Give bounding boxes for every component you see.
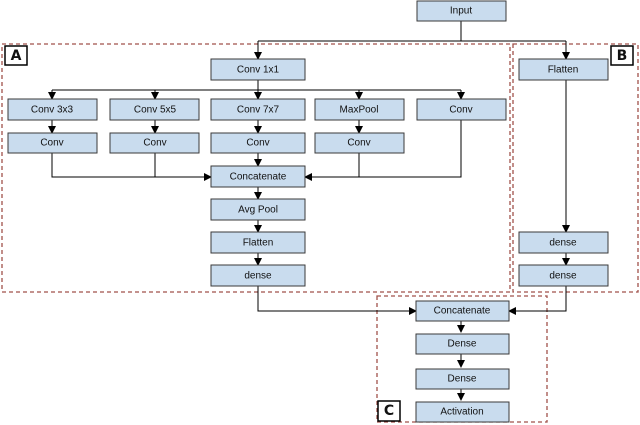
region-a-tag-box bbox=[4, 45, 28, 66]
region-a-box bbox=[1, 43, 511, 293]
node-concat-c-label: Concatenate bbox=[434, 306, 491, 317]
edge-dense-a-concat-c bbox=[257, 286, 417, 315]
node-flatten-b-box bbox=[518, 58, 609, 81]
node-dense-c2-label: Dense bbox=[448, 374, 477, 385]
node-flatten-b-label: Flatten bbox=[548, 65, 579, 76]
node-conv-b-box bbox=[109, 132, 200, 154]
node-dense-b2-label: dense bbox=[549, 271, 577, 282]
node-concat-c-box bbox=[415, 300, 510, 322]
node-maxpool-box bbox=[314, 98, 405, 121]
node-conv-c-label: Conv bbox=[246, 138, 269, 149]
node-activation-label: Activation bbox=[440, 407, 483, 418]
region-b-tag-box bbox=[610, 45, 634, 66]
node-conv-a-label: Conv bbox=[40, 138, 63, 149]
node-dense-c1-label: Dense bbox=[448, 339, 477, 350]
node-conv7x7-box bbox=[210, 98, 306, 121]
edge-left-merge bbox=[51, 153, 211, 177]
node-conv-e-box bbox=[416, 98, 507, 121]
node-conv-d-label: Conv bbox=[347, 138, 370, 149]
region-b-box bbox=[512, 43, 639, 293]
node-dense-b1-box bbox=[518, 231, 609, 254]
region-c-tag-box bbox=[377, 400, 401, 422]
node-dense-a-label: dense bbox=[244, 271, 272, 282]
node-dense-b1-label: dense bbox=[549, 238, 577, 249]
node-input-box bbox=[416, 0, 507, 22]
node-conv-a-box bbox=[7, 132, 98, 154]
node-dense-c2-box bbox=[415, 368, 510, 390]
region-c-tag: C bbox=[384, 403, 394, 419]
node-concat-a-box bbox=[210, 165, 306, 188]
node-conv-d-box bbox=[314, 132, 405, 154]
node-avgpool-label: Avg Pool bbox=[238, 205, 278, 216]
node-conv5x5-label: Conv 5x5 bbox=[134, 105, 177, 116]
edge-dense-b2-concat-c bbox=[508, 286, 567, 315]
node-concat-a-label: Concatenate bbox=[230, 172, 287, 183]
node-conv1x1-label: Conv 1x1 bbox=[237, 65, 280, 76]
node-avgpool-box bbox=[210, 198, 306, 221]
node-conv3x3-label: Conv 3x3 bbox=[31, 105, 74, 116]
node-conv-e-label: Conv bbox=[449, 105, 472, 116]
edge-right-merge bbox=[305, 120, 462, 177]
node-dense-b2-box bbox=[518, 264, 609, 287]
node-flatten-a-box bbox=[210, 231, 306, 254]
node-conv7x7-label: Conv 7x7 bbox=[237, 105, 280, 116]
connectors bbox=[48, 21, 570, 401]
node-conv1x1-box bbox=[210, 58, 306, 81]
node-conv-c-box bbox=[210, 132, 306, 154]
node-conv5x5-box bbox=[109, 98, 200, 121]
node-maxpool-label: MaxPool bbox=[340, 105, 379, 116]
node-dense-a-box bbox=[210, 264, 306, 287]
node-conv-b-label: Conv bbox=[143, 138, 166, 149]
node-flatten-a-label: Flatten bbox=[243, 238, 274, 249]
node-activation-box bbox=[415, 401, 510, 423]
region-b-tag: B bbox=[617, 48, 628, 64]
node-conv3x3-box bbox=[7, 98, 98, 121]
node-dense-c1-box bbox=[415, 333, 510, 355]
region-a-tag: A bbox=[11, 48, 22, 64]
node-input-label: Input bbox=[450, 6, 472, 17]
